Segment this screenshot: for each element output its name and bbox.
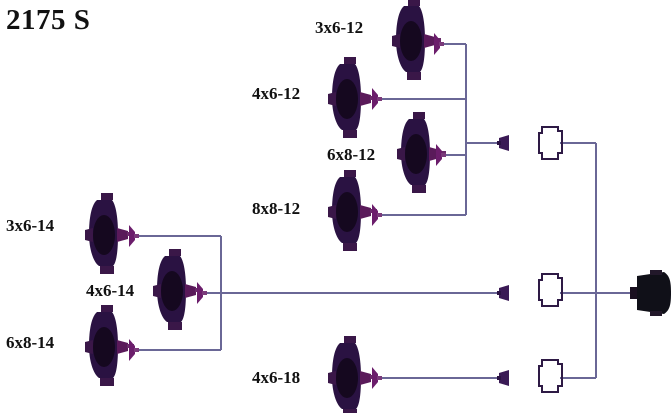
pump-label-8x8-12: 8x8-12 bbox=[252, 199, 301, 218]
bearing-frame-icon bbox=[538, 273, 563, 307]
pump-icon bbox=[328, 170, 377, 251]
pump-label-3x6-14: 3x6-14 bbox=[6, 216, 55, 235]
bearing-housing-icon bbox=[372, 88, 382, 110]
bearing-housing-icon bbox=[372, 367, 382, 389]
bearing-frame-icon bbox=[538, 126, 563, 160]
pump-icon bbox=[153, 249, 202, 330]
pump-label-4x6-14: 4x6-14 bbox=[86, 281, 135, 300]
pump-icon bbox=[328, 57, 377, 138]
bearing-frame-icon bbox=[538, 359, 563, 393]
diagram-title: 2175 S bbox=[6, 4, 91, 36]
bearing-housing-icon bbox=[197, 282, 207, 304]
bearing-housing-icon bbox=[434, 33, 444, 55]
bearing-housing-icon bbox=[129, 339, 139, 361]
pump-label-6x8-14: 6x8-14 bbox=[6, 333, 55, 352]
pump-label-3x6-12: 3x6-12 bbox=[315, 18, 364, 37]
bearing-housing-icon bbox=[129, 225, 139, 247]
pump-icon bbox=[85, 305, 134, 386]
pump-label-4x6-12: 4x6-12 bbox=[252, 84, 301, 103]
pump-icon bbox=[328, 336, 377, 413]
pump-icon bbox=[392, 0, 441, 80]
coupling-icon bbox=[497, 370, 509, 386]
bearing-housing-icon bbox=[372, 204, 382, 226]
bearing-housing-icon bbox=[436, 144, 446, 166]
pump-label-4x6-18: 4x6-18 bbox=[252, 368, 301, 387]
coupling-icon bbox=[497, 285, 509, 301]
pump-label-6x8-12: 6x8-12 bbox=[327, 145, 376, 164]
pump-icon bbox=[85, 193, 134, 274]
motor-icon bbox=[630, 270, 671, 316]
coupling-icon bbox=[497, 135, 509, 151]
